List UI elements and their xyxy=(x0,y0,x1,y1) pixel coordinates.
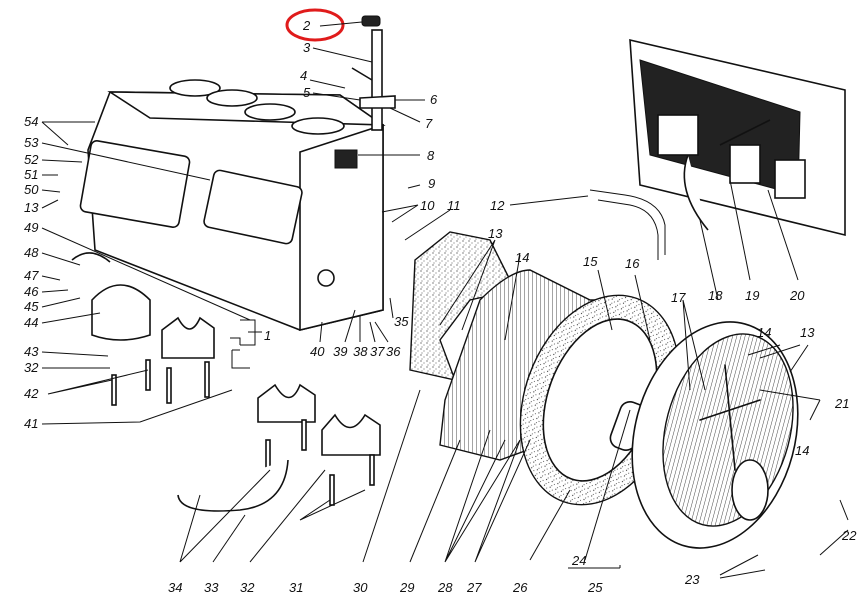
callout-27: 27 xyxy=(466,580,482,595)
callout-14-bolt: 14 xyxy=(795,443,809,458)
highlight-circle xyxy=(285,8,345,42)
callout-16: 16 xyxy=(625,256,640,271)
callout-24: 24 xyxy=(571,553,586,568)
callout-21: 21 xyxy=(834,396,849,411)
callout-45: 45 xyxy=(24,299,39,314)
callout-12: 12 xyxy=(490,198,505,213)
dipstick-tube xyxy=(351,15,396,131)
callout-7: 7 xyxy=(425,116,433,131)
callout-35: 35 xyxy=(394,314,409,329)
callout-43: 43 xyxy=(24,344,39,359)
flywheel-cover xyxy=(631,321,799,549)
callout-11: 11 xyxy=(447,198,461,213)
callout-54: 54 xyxy=(24,114,38,129)
callout-46: 46 xyxy=(24,284,39,299)
callout-19: 19 xyxy=(745,288,759,303)
callout-48: 48 xyxy=(24,245,39,260)
callout-6: 6 xyxy=(430,92,438,107)
callout-52: 52 xyxy=(24,152,39,167)
callout-22: 22 xyxy=(841,528,857,543)
callout-9: 9 xyxy=(428,176,435,191)
callout-53: 53 xyxy=(24,135,39,150)
callout-33: 33 xyxy=(204,580,219,595)
callout-23: 23 xyxy=(684,572,700,587)
callout-32-bottom: 32 xyxy=(240,580,255,595)
callout-40: 40 xyxy=(310,344,325,359)
callout-39: 39 xyxy=(333,344,347,359)
callout-5: 5 xyxy=(303,85,311,100)
bearing-caps xyxy=(71,252,381,456)
callout-47: 47 xyxy=(24,268,39,283)
rear-plate xyxy=(409,231,517,381)
bolts xyxy=(111,359,375,512)
callout-17: 17 xyxy=(671,290,686,305)
callout-30: 30 xyxy=(353,580,368,595)
callout-13-block: 13 xyxy=(24,200,39,215)
callout-49: 49 xyxy=(24,220,38,235)
callout-13-cover: 13 xyxy=(800,325,815,340)
callout-2: 2 xyxy=(302,18,311,33)
callout-26: 26 xyxy=(512,580,528,595)
callout-31: 31 xyxy=(289,580,303,595)
callout-44: 44 xyxy=(24,315,38,330)
callout-28: 28 xyxy=(437,580,453,595)
callout-25: 25 xyxy=(587,580,603,595)
callout-36: 36 xyxy=(386,344,401,359)
leader-lines xyxy=(41,21,849,579)
callout-32-top: 32 xyxy=(24,360,39,375)
callout-41: 41 xyxy=(24,416,38,431)
callout-1: 1 xyxy=(264,328,271,343)
callout-34: 34 xyxy=(168,580,182,595)
callout-3: 3 xyxy=(303,40,311,55)
callout-51: 51 xyxy=(24,167,38,182)
callout-14-housing: 14 xyxy=(515,250,529,265)
callout-18: 18 xyxy=(708,288,723,303)
callout-38: 38 xyxy=(353,344,368,359)
callout-14-cover: 14 xyxy=(757,325,771,340)
callout-13-plate: 13 xyxy=(488,226,503,241)
cylinder-block xyxy=(79,79,386,332)
callout-20: 20 xyxy=(789,288,805,303)
callout-10: 10 xyxy=(420,198,435,213)
callout-4: 4 xyxy=(300,68,307,83)
inset-detail xyxy=(589,38,846,260)
callout-15: 15 xyxy=(583,254,598,269)
callout-29: 29 xyxy=(399,580,414,595)
callout-37: 37 xyxy=(370,344,385,359)
callout-8: 8 xyxy=(427,148,435,163)
callout-labels: 2 3 4 5 6 7 8 9 10 11 12 13 14 15 16 17 … xyxy=(24,18,857,595)
callout-50: 50 xyxy=(24,182,39,197)
callout-42: 42 xyxy=(24,386,39,401)
